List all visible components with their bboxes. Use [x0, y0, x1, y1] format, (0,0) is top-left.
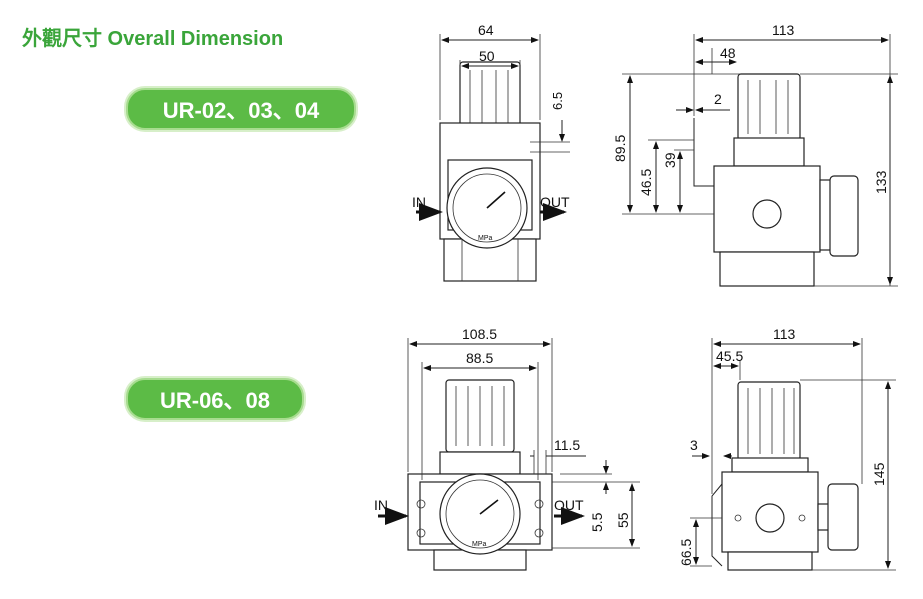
dim-145: 145: [871, 462, 887, 486]
dim-89-5: 89.5: [612, 135, 628, 162]
page-title: 外觀尺寸 Overall Dimension: [22, 28, 284, 50]
port-out-label-2: OUT: [554, 497, 584, 513]
bottom-side-view: 113 45.5 3 66.5 145: [678, 326, 896, 571]
port-in-label-2: IN: [374, 497, 388, 513]
dim-113-bottom: 113: [773, 326, 796, 342]
dim-88-5: 88.5: [466, 350, 493, 366]
model-badge-top: UR-02、03、04: [126, 88, 356, 130]
dim-45-5: 45.5: [716, 348, 743, 364]
dim-48: 48: [720, 45, 736, 61]
dim-108-5: 108.5: [462, 326, 497, 342]
gauge-unit: MPa: [478, 235, 493, 242]
gauge-unit-large: MPa: [472, 541, 487, 548]
port-in-label: IN: [412, 194, 426, 210]
port-out-label: OUT: [540, 194, 570, 210]
dim-5-5: 5.5: [589, 512, 605, 532]
dim-113-top: 113: [772, 22, 795, 38]
dim-6-5: 6.5: [550, 92, 565, 110]
dim-39: 39: [662, 152, 678, 168]
dim-3: 3: [690, 437, 698, 453]
dim-2: 2: [714, 91, 722, 107]
model-badge-bottom: UR-06、08: [126, 378, 304, 420]
dim-55: 55: [615, 512, 631, 528]
dim-64: 64: [478, 22, 494, 38]
top-side-view: 113 48 2 89.5 46.5 39 133: [612, 22, 898, 287]
top-front-view: MPa IN OUT 64 50 6.5: [412, 22, 570, 282]
dim-66-5: 66.5: [678, 539, 694, 566]
bottom-front-view: MPa IN OUT 108.5 88.5 11.5 5.5 55: [374, 326, 640, 571]
dim-133: 133: [873, 170, 889, 194]
dim-50: 50: [479, 48, 495, 64]
dim-46-5: 46.5: [638, 169, 654, 196]
dim-11-5: 11.5: [554, 437, 580, 453]
